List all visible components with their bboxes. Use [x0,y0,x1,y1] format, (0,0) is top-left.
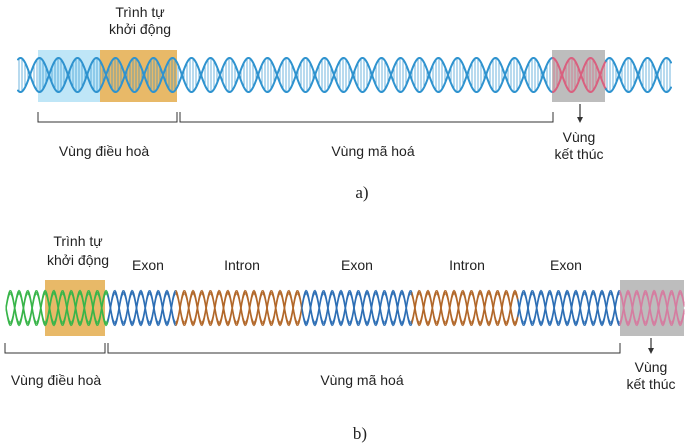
helix-strand [619,292,685,327]
caption-a: a) [355,183,368,202]
regulatory-label-a: Vùng điều hoà [59,143,150,159]
segment-label-intron-2: Intron [449,257,485,273]
terminator-arrowhead-a [577,117,583,123]
helix-segment-exon-3 [517,289,621,327]
segment-label-intron-1: Intron [224,257,260,273]
helix-segment-intron-2 [411,289,519,327]
helix-segment-terminator-b [619,289,685,327]
coding-bracket-a [179,112,554,123]
regulatory-bracket-b [4,343,106,354]
helix-strand [301,292,413,327]
dna-helix-a [17,57,672,93]
promoter-label-a-line1: Trình tự [115,4,164,20]
helix-segment-intron-1 [175,289,303,327]
helix-segment-tail-a [605,57,672,93]
diagram-a: Trình tự khởi động Vùng điều hoà Vùng mã… [17,4,672,202]
terminator-label-b-line1: Vùng [635,359,668,375]
terminator-label-a-line2: kết thúc [554,146,603,162]
helix-segment-exon-2 [301,289,413,327]
helix-segment-main-a [17,57,554,93]
promoter-label-a-line2: khởi động [109,21,171,37]
helix-segment-regulatory-b [5,289,109,327]
helix-strand [619,292,685,327]
coding-label-a: Vùng mã hoá [331,143,414,159]
promoter-label-b-line2: khởi động [47,252,109,268]
segment-label-exon-1: Exon [132,257,164,273]
helix-strand [17,57,554,93]
segment-label-exon-2: Exon [341,257,373,273]
helix-strand [175,292,303,327]
helix-segment-exon-1 [107,289,177,327]
helix-strand [17,57,554,93]
promoter-box-a [100,50,177,102]
helix-strand [517,292,621,327]
helix-strand [411,292,519,327]
dna-helix-b [5,289,685,327]
helix-strand [301,292,413,327]
helix-strand [552,57,607,93]
terminator-arrowhead-b [648,348,654,354]
segment-label-exon-3: Exon [550,257,582,273]
helix-segment-terminator-a [552,57,607,93]
coding-bracket-b [107,343,621,354]
terminator-label-b-line2: kết thúc [626,376,675,392]
helix-strand [517,292,621,327]
helix-strand [5,292,109,327]
terminator-label-a-line1: Vùng [563,129,596,145]
helix-strand [107,292,177,327]
helix-strand [605,57,672,93]
regulatory-label-b: Vùng điều hoà [11,372,102,388]
terminator-box-b [620,280,684,336]
regulatory-bracket-a [37,112,178,123]
coding-label-b: Vùng mã hoá [320,372,403,388]
promoter-label-b-line1: Trình tự [53,233,102,249]
diagram-b: Trình tự khởi động Exon Intron Exon Intr… [4,233,685,443]
helix-strand [411,292,519,327]
caption-b: b) [353,424,367,443]
